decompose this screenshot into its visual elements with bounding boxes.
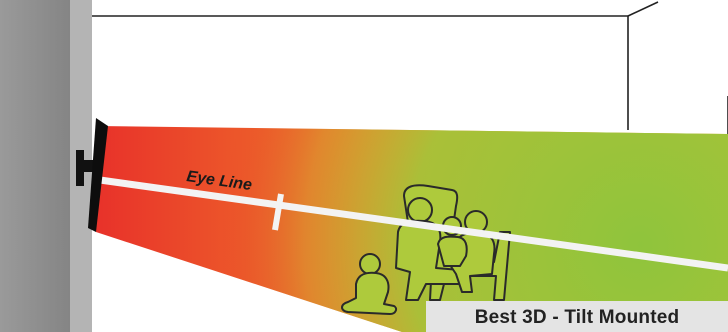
eye-line <box>99 176 728 272</box>
seated-family-silhouette-icon <box>341 184 511 315</box>
caption-title: Best 3D - Tilt Mounted <box>474 307 680 328</box>
caption-panel: Best 3D - Tilt Mounted <box>426 301 728 332</box>
wall <box>0 0 70 332</box>
eye-line-marker <box>272 193 284 231</box>
room-outline <box>92 1 728 332</box>
wall-mounted-tv-icon <box>76 118 108 232</box>
